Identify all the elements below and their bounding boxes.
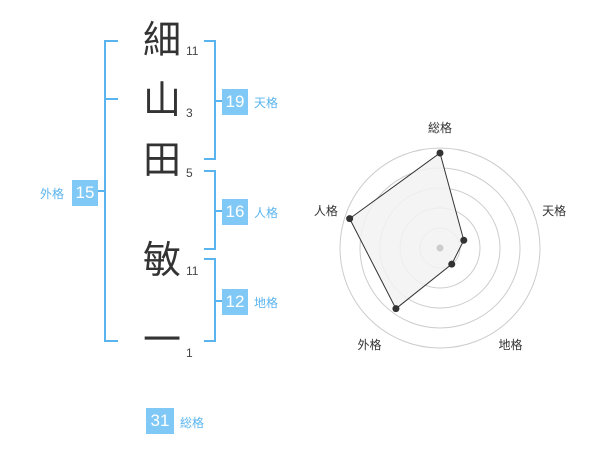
radar-axis-label-4: 外格: [357, 337, 381, 352]
jinkaku-label: 人格: [254, 206, 279, 220]
chikaku-bracket: [204, 258, 216, 342]
name-char-2: 山: [142, 78, 181, 122]
radar-area: [349, 152, 465, 310]
radar-axis-label-1: 総格: [428, 120, 452, 135]
stroke-count-2: 3: [186, 106, 193, 120]
stroke-count-3: 5: [186, 166, 193, 180]
radar-point-5: [346, 215, 354, 223]
tenkaku-bracket-tick: [216, 100, 222, 102]
soukaku-value: 31: [146, 408, 174, 434]
stroke-count-1: 11: [186, 44, 199, 58]
name-char-1: 細: [142, 18, 181, 62]
name-char-5: 一: [142, 318, 181, 362]
stroke-count-5: 1: [186, 346, 193, 360]
tenkaku-value: 19: [222, 89, 248, 115]
radar-axis-label-3: 地格: [499, 337, 523, 352]
chikaku-bracket-tick: [216, 300, 222, 302]
radar-point-3: [448, 260, 456, 268]
stroke-count-4: 11: [186, 264, 199, 278]
radar-axis-label-5: 人格: [314, 203, 338, 218]
radar-point-1: [436, 149, 444, 157]
tenkaku-label: 天格: [254, 96, 279, 110]
radar-center-dot: [436, 244, 444, 252]
radar-ring-5: [339, 147, 541, 349]
radar-axis-label-2: 天格: [542, 203, 566, 218]
jinkaku-value: 16: [222, 199, 248, 225]
gaikaku-bracket: [104, 40, 118, 342]
tenkaku-bracket: [204, 40, 216, 160]
name-char-4: 敏: [142, 238, 181, 282]
chikaku-label: 地格: [254, 296, 279, 310]
radar-point-4: [392, 305, 400, 313]
jinkaku-bracket-tick: [216, 210, 222, 212]
jinkaku-bracket: [204, 170, 216, 250]
chikaku-value: 12: [222, 289, 248, 315]
soukaku-label: 総格: [180, 416, 205, 430]
gaikaku-bracket-tick-top: [104, 98, 118, 100]
gaikaku-bracket-tick-mid: [98, 190, 104, 192]
radar-point-2: [460, 236, 468, 244]
name-char-3: 田: [142, 138, 181, 182]
gaikaku-label: 外格: [40, 187, 65, 201]
gaikaku-value: 15: [72, 180, 98, 206]
